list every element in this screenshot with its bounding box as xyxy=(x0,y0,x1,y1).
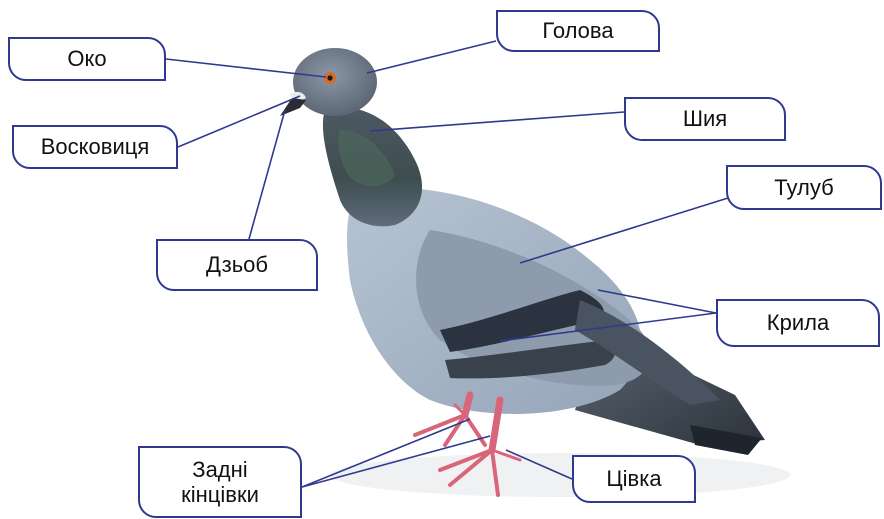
label-neck: Шия xyxy=(624,97,786,141)
label-body-text: Тулуб xyxy=(774,174,834,200)
leader-hind-limbs-2 xyxy=(301,435,491,488)
label-beak: Дзьоб xyxy=(156,239,318,291)
eye-pupil xyxy=(327,75,333,81)
tail-tip xyxy=(690,425,762,455)
leader-beak xyxy=(248,109,286,240)
label-hind-limbs-text: Задні кінцівки xyxy=(181,456,259,507)
leader-wings-1 xyxy=(597,289,717,314)
label-eye-text: Око xyxy=(67,46,107,72)
leader-wings-2 xyxy=(499,312,717,342)
bird-beak xyxy=(280,98,306,116)
wing-bar-lower xyxy=(445,340,616,379)
label-beak-text: Дзьоб xyxy=(205,252,268,278)
label-cere-text: Восковиця xyxy=(40,134,150,160)
label-eye: Око xyxy=(8,37,166,81)
label-head: Голова xyxy=(496,10,660,52)
label-tarsus: Цівка xyxy=(572,455,696,503)
label-body: Тулуб xyxy=(726,165,882,210)
leader-body xyxy=(519,197,729,264)
wing-bar-upper xyxy=(440,290,604,352)
leader-tarsus xyxy=(505,449,573,480)
label-cere: Восковиця xyxy=(12,125,178,169)
label-wings: Крила xyxy=(716,299,880,347)
ground-shadow xyxy=(330,453,790,497)
leader-lines xyxy=(165,40,729,488)
label-wings-text: Крила xyxy=(766,310,830,336)
label-neck-text: Шия xyxy=(682,106,728,132)
leader-head xyxy=(366,40,497,74)
label-hind-limbs: Задні кінцівки xyxy=(138,446,302,518)
leader-cere xyxy=(177,95,301,148)
bird-legs xyxy=(413,391,522,497)
label-tarsus-text: Цівка xyxy=(606,466,662,492)
label-head-text: Голова xyxy=(542,18,614,44)
leader-neck xyxy=(369,111,625,132)
leader-hind-limbs-1 xyxy=(301,418,471,488)
leader-eye xyxy=(165,58,327,78)
neck-iridescence xyxy=(338,130,395,187)
bird-head xyxy=(293,48,377,116)
